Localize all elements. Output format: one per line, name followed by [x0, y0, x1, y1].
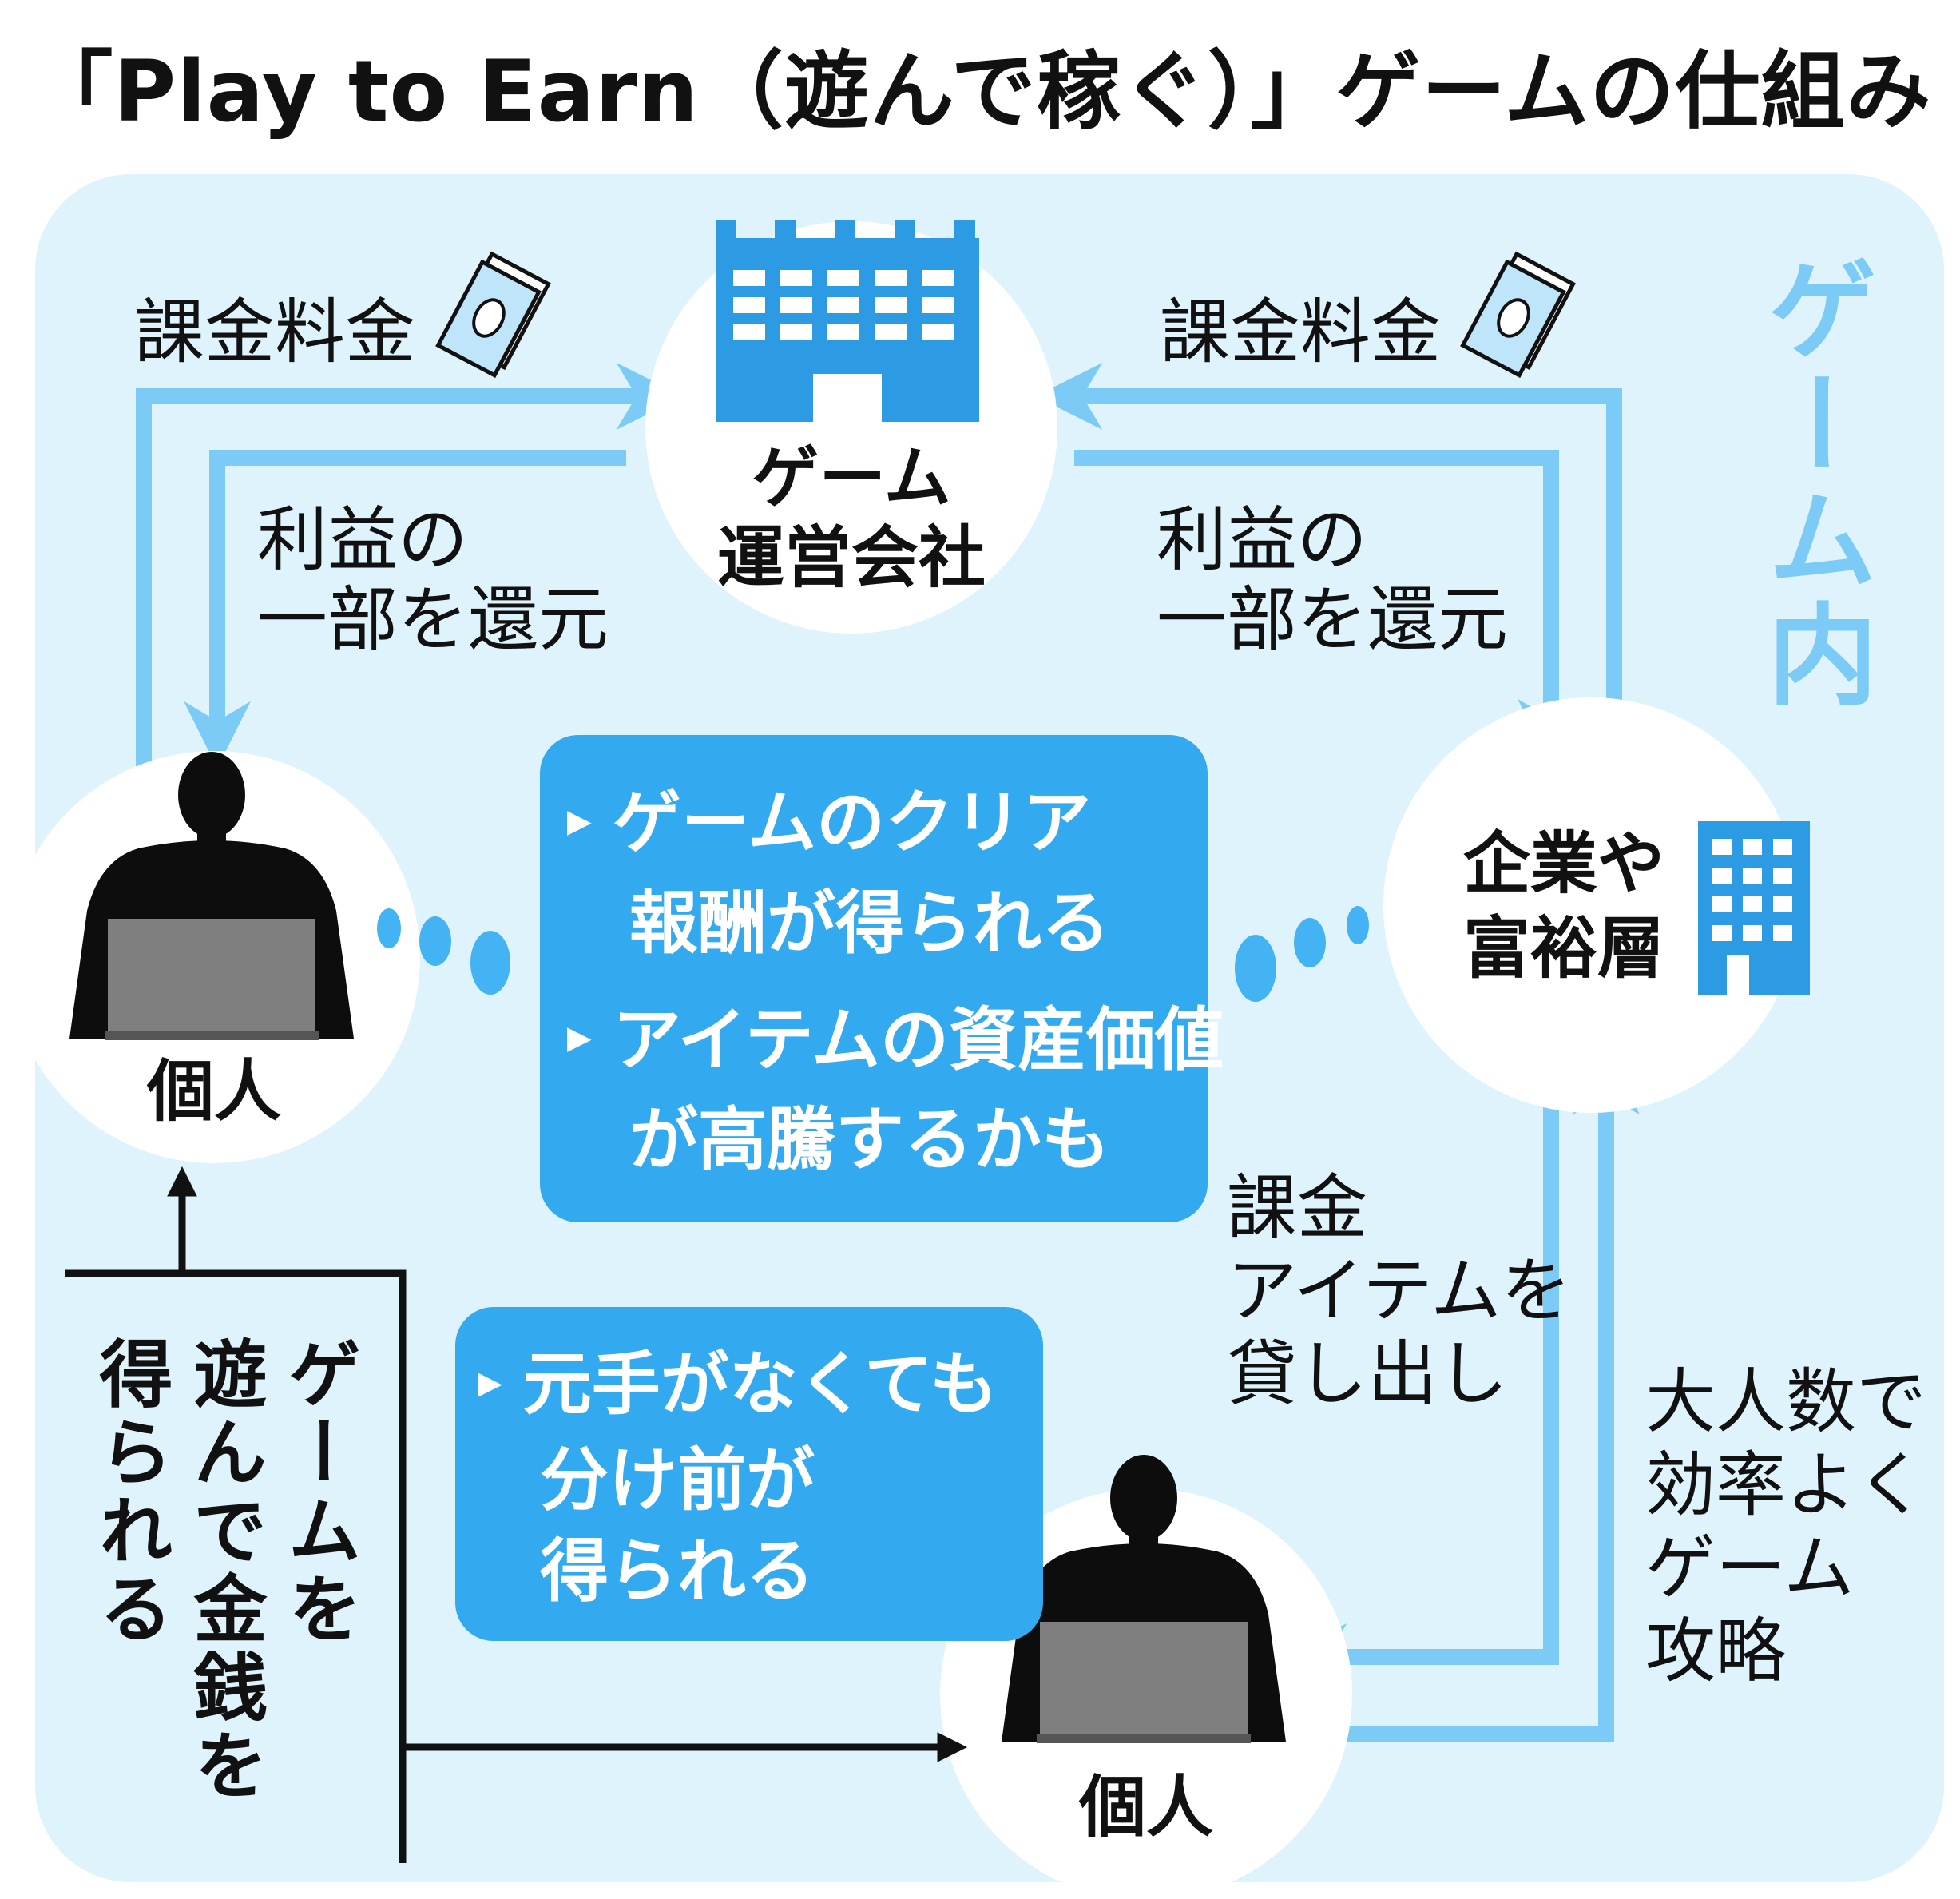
corporate-node-label: 企業や 富裕層 [1463, 821, 1664, 991]
no-capital-bubble: ▶ 元手がなくても 分け前が 得られる [455, 1307, 1043, 1641]
no-capital-line2: 分け前が [540, 1440, 815, 1520]
return-label-right: 利益の 一部を還元 [1157, 500, 1508, 660]
merit-2-line2: が高騰するかも [629, 1100, 1110, 1181]
bullet-triangle-icon: ▶ [567, 802, 592, 840]
fee-arrow-left [136, 363, 684, 767]
company-node-label: ゲーム 運営会社 [692, 438, 1011, 598]
merit-bubble: ▶ ゲームのクリア 報酬が得られる ▶ アイテムの資産価値 が高騰するかも [540, 735, 1224, 1222]
return-right-line1: 利益の [1157, 499, 1368, 581]
fee-label-right: 課金料金 [1160, 291, 1442, 373]
return-left-line2: 一部を還元 [257, 578, 609, 661]
individual-bottom-label: 個人 [1078, 1768, 1213, 1846]
company-building-windows [733, 270, 954, 340]
play-line1: 大人数で [1645, 1361, 1927, 1443]
merit-1-line1: ゲームのクリア [612, 783, 1092, 863]
lend-line3: 貸し出し [1227, 1333, 1509, 1415]
region-label: ゲーム内 [1748, 252, 1877, 713]
side-note: ゲームを 遊んで金銭を 得られる [85, 1336, 363, 1806]
person-at-laptop-icon [1002, 1455, 1286, 1743]
individual-left-label: 個人 [146, 1052, 281, 1130]
return-label-left: 利益の 一部を還元 [257, 500, 609, 660]
corporate-label-line2: 富裕層 [1463, 909, 1665, 987]
return-right-line2: 一部を還元 [1157, 578, 1509, 661]
banknote-icon [1463, 254, 1573, 375]
side-note-col1: ゲームを [276, 1336, 361, 1649]
play-line4: 攻略 [1645, 1610, 1787, 1692]
play-line3: ゲーム [1645, 1527, 1855, 1609]
bullet-triangle-icon: ▶ [478, 1364, 502, 1401]
no-capital-line3: 得られる [540, 1531, 815, 1611]
page-title: 「Play to Earn（遊んで稼ぐ）」ゲームの仕組み [28, 42, 1932, 141]
company-label-line2: 運営会社 [716, 518, 986, 597]
bullet-triangle-icon: ▶ [567, 1019, 592, 1057]
banknote-icon [438, 254, 549, 375]
no-capital-item: ▶ 元手がなくても 分け前が 得られる [478, 1339, 998, 1617]
corporate-building-icon [1698, 821, 1810, 995]
merit-item-2: ▶ アイテムの資産価値 が高騰するかも [567, 992, 1224, 1189]
play-line2: 効率よく [1645, 1444, 1927, 1526]
corporate-label-line1: 企業や [1463, 824, 1665, 903]
corporate-node-circle [1383, 697, 1799, 1113]
side-note-col3: 得られる [87, 1336, 173, 1649]
lend-arrow [1280, 1091, 1559, 1690]
fee-arrow-right [1035, 363, 1622, 767]
return-arrow-right [1074, 450, 1585, 766]
company-label-line1: ゲーム [752, 439, 951, 517]
return-left-line1: 利益の [257, 499, 469, 581]
lend-label: 課金 アイテムを 貸し出し [1227, 1166, 1571, 1416]
fee-label-left: 課金料金 [134, 291, 416, 373]
lend-line2: アイテムを [1227, 1249, 1572, 1332]
merit-1-line2: 報酬が得られる [629, 883, 1110, 963]
merit-2-line1: アイテムの資産価値 [612, 999, 1224, 1080]
merit-item-1: ▶ ゲームのクリア 報酬が得られる [567, 775, 1224, 971]
play-label: 大人数で 効率よく ゲーム 攻略 [1645, 1361, 1926, 1693]
play-arrow [1311, 1047, 1640, 1742]
side-bracket [65, 1269, 407, 1863]
lend-line1: 課金 [1227, 1166, 1368, 1249]
side-note-col2: 遊んで金銭を [181, 1336, 267, 1806]
return-arrow-left [184, 450, 626, 769]
no-capital-line1: 元手がなくても [522, 1345, 998, 1424]
